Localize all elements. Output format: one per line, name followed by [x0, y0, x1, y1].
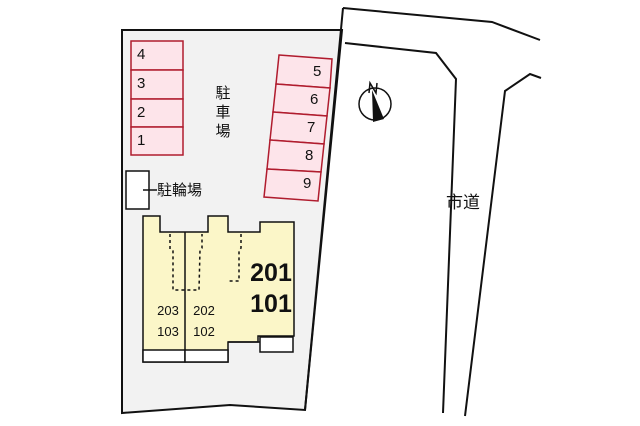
parking-label: 駐 車 場	[214, 84, 232, 141]
unit-lower: 102	[193, 324, 215, 339]
road-lines	[304, 7, 542, 417]
parking-space-2: 2	[137, 104, 146, 121]
bicycle-parking-label: 駐輪場	[157, 182, 203, 199]
unit-202-102: 202 102	[186, 300, 222, 342]
unit-lower: 101	[250, 290, 292, 318]
parking-space-1: 1	[137, 132, 146, 149]
parking-space-9: 9	[303, 175, 312, 192]
compass-icon	[358, 80, 392, 122]
building	[142, 215, 295, 363]
unit-upper: 202	[193, 303, 215, 318]
unit-201-101: 201 101	[243, 258, 299, 320]
parking-space-4: 4	[137, 46, 146, 63]
parking-left-group	[130, 40, 184, 156]
parking-label-char: 場	[215, 123, 231, 140]
parking-space-8: 8	[305, 147, 314, 164]
parking-space-3: 3	[137, 75, 146, 92]
parking-space-5: 5	[313, 63, 322, 80]
unit-lower: 103	[157, 324, 179, 339]
unit-203-103: 203 103	[150, 300, 186, 342]
parking-right-group	[263, 54, 333, 202]
road-label: 市道	[446, 193, 480, 212]
parking-space-6: 6	[310, 91, 319, 108]
unit-upper: 203	[157, 303, 179, 318]
parking-label-char: 車	[215, 104, 231, 121]
unit-upper: 201	[250, 259, 292, 287]
parking-label-char: 駐	[215, 85, 231, 102]
parking-space-7: 7	[307, 119, 316, 136]
